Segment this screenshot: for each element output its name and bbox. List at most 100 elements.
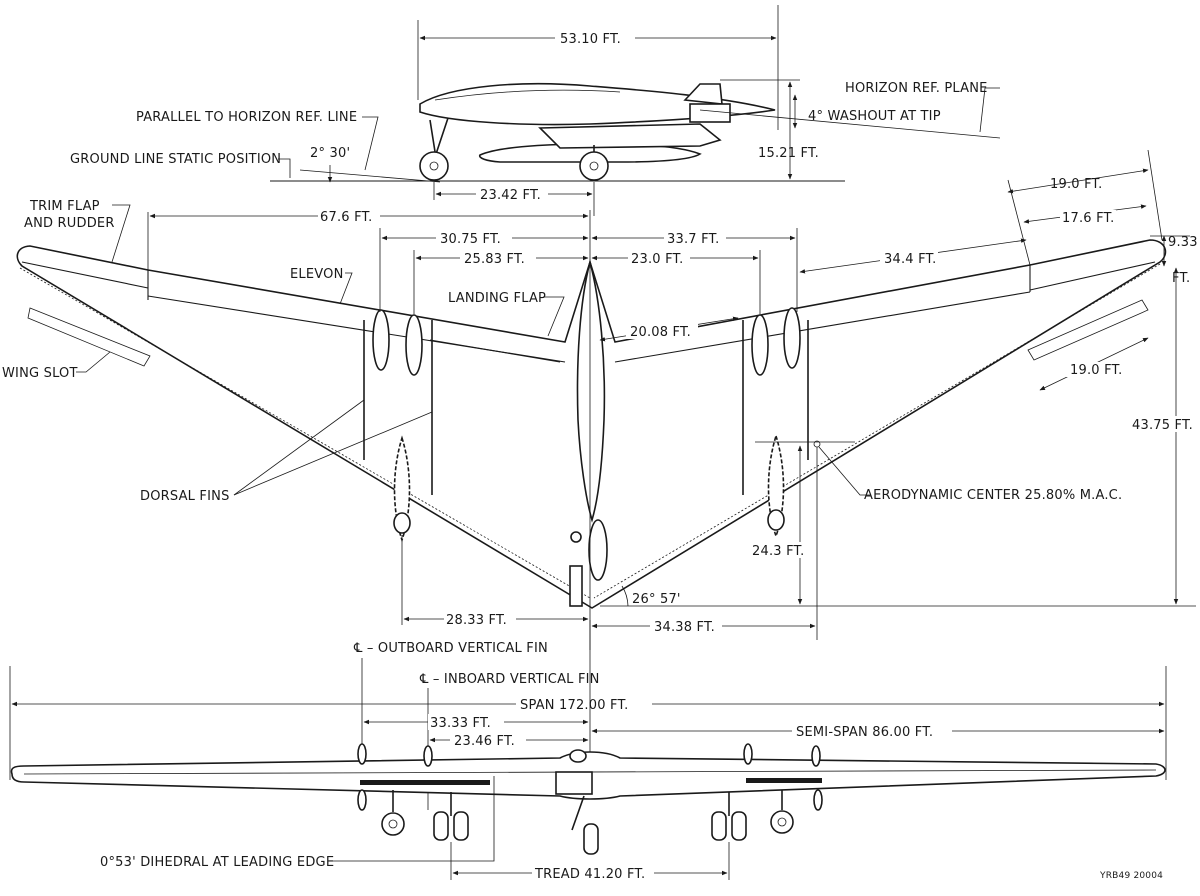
- wing-slot-leader: [76, 351, 111, 373]
- elevon-label: ELEVON: [290, 267, 344, 282]
- plan-fairing-left-tip: [393, 512, 411, 534]
- trim-flap-leader: [111, 204, 131, 263]
- main-gear-left-b: [453, 811, 469, 841]
- dim-30-75-bg: [436, 230, 512, 246]
- dorsal-leader-1: [233, 399, 365, 496]
- dim-tread-bg: [532, 865, 654, 881]
- aero-center-label: AERODYNAMIC CENTER 25.80% M.A.C.: [864, 488, 1122, 503]
- dim-span-bg: [516, 696, 652, 712]
- side-wing-profile: [419, 82, 776, 126]
- dim-20-08-label: 20.08 FT.: [630, 325, 691, 340]
- dorsal-leader-2: [233, 411, 433, 496]
- dim-23-0-label: 23.0 FT.: [631, 252, 683, 267]
- wing-slot-left: [27, 307, 151, 367]
- dim-19-0-top-ext-l: [1007, 179, 1031, 266]
- and-rudder-label: AND RUDDER: [24, 216, 115, 231]
- plan-exhaust-1: [372, 309, 390, 371]
- dim-25-83-label: 25.83 FT.: [464, 252, 525, 267]
- dim-19-0-slot-label: 19.0 FT.: [1070, 363, 1122, 378]
- dim-9-33-label: 9.33: [1168, 235, 1198, 250]
- dihedral-leader: [330, 776, 495, 862]
- trim-flap-label: TRIM FLAP: [29, 199, 100, 214]
- dim-33-33-label: 33.33 FT.: [430, 716, 491, 731]
- dim-28-33-label: 28.33 FT.: [446, 613, 507, 628]
- parallel-horizon-label: PARALLEL TO HORIZON REF. LINE: [136, 110, 357, 125]
- plan-exhaust-2: [405, 314, 423, 376]
- dim-43-75-label: 43.75 FT.: [1132, 418, 1193, 433]
- trim-flap-left-line: [21, 261, 149, 289]
- plan-cockpit: [570, 531, 582, 543]
- landing-flap-leader: [544, 296, 565, 337]
- sweep-arc: [621, 585, 629, 607]
- parallel-leader: [362, 116, 379, 171]
- nose-wheel-hub: [429, 161, 439, 171]
- front-wheel-left: [381, 812, 405, 836]
- front-fin-top-4: [811, 745, 821, 767]
- dim-17-6-bg: [1060, 210, 1116, 224]
- nose-wheel: [419, 151, 449, 181]
- drawing-number: YRB49 20004: [1099, 871, 1163, 881]
- dim-24-3-label: 24.3 FT.: [752, 544, 804, 559]
- front-wheel-right-hub: [777, 817, 787, 827]
- dim-semi-span-label: SEMI-SPAN 86.00 FT.: [796, 725, 933, 740]
- plan-nose-bulge: [588, 519, 608, 581]
- side-view: 53.10 FT. HORIZON REF. PLANE 4° WASHOUT …: [70, 5, 1001, 216]
- angle-ground-label: 2° 30': [310, 146, 350, 161]
- dim-23-46-label: 23.46 FT.: [454, 734, 515, 749]
- side-engine-pod: [538, 123, 722, 149]
- dim-23-46-bg: [450, 732, 526, 748]
- front-wheel-right: [770, 810, 794, 834]
- dim-67-6-label: 67.6 FT.: [320, 210, 372, 225]
- dorsal-fins-label: DORSAL FINS: [140, 489, 230, 504]
- trim-flap-right-line: [1029, 261, 1156, 291]
- main-gear-right-a: [711, 811, 727, 841]
- main-wheel: [579, 151, 609, 181]
- washout-label: 4° WASHOUT AT TIP: [808, 109, 941, 124]
- front-fin-top-2: [423, 745, 433, 767]
- landing-flap-left-line: [429, 339, 561, 363]
- front-fin-top-3: [743, 743, 753, 765]
- main-wheel-hub: [589, 161, 599, 171]
- dim-33-7-bg: [664, 230, 726, 246]
- ground-line-label: GROUND LINE STATIC POSITION: [70, 152, 281, 167]
- plan-fairing-right-tip: [767, 509, 785, 531]
- dim-33-33-bg: [428, 714, 504, 730]
- dim-23-42-bg: [476, 186, 548, 202]
- elevon-right-line: [614, 291, 1031, 363]
- dim-53-10-bg: [555, 30, 635, 46]
- parallel-horizon-line: [299, 169, 441, 183]
- side-tail-fin: [683, 83, 723, 105]
- plan-gear-bay: [569, 565, 583, 607]
- dim-34-4-label: 34.4 FT.: [884, 252, 936, 267]
- dim-43-75-bg: [1130, 416, 1198, 432]
- dim-24-3-bg: [750, 542, 812, 558]
- dim-19-0-top: [1007, 168, 1149, 194]
- dim-span-label: SPAN 172.00 FT.: [520, 698, 628, 713]
- dim-30-75-label: 30.75 FT.: [440, 232, 501, 247]
- plan-exhaust-4: [783, 307, 801, 369]
- plan-center-body: [576, 258, 606, 523]
- dim-9-33-unit: FT.: [1172, 271, 1190, 286]
- dim-19-0-top-ext-r: [1147, 149, 1163, 241]
- dim-28-33-bg: [444, 611, 516, 627]
- dim-34-38-bg: [650, 618, 722, 634]
- wing-slot-label: WING SLOT: [2, 366, 78, 381]
- front-nose-wheel: [583, 823, 599, 855]
- dim-semi-span-bg: [792, 723, 952, 739]
- dim-23-42-label: 23.42 FT.: [480, 188, 541, 203]
- side-wing-highlight: [434, 89, 621, 101]
- horizon-ref-leader: [979, 87, 1000, 133]
- aero-center-leader: [818, 446, 870, 496]
- dim-34-38-label: 34.38 FT.: [654, 620, 715, 635]
- front-canopy: [569, 749, 587, 763]
- ground-leader: [278, 158, 291, 178]
- sweep-angle-label: 26° 57': [632, 592, 681, 607]
- plan-view: TRIM FLAP AND RUDDER 67.6 FT. 30.75 FT. …: [2, 149, 1198, 650]
- main-gear-left-a: [433, 811, 449, 841]
- front-fin-top-1: [357, 743, 367, 765]
- cl-inboard-label: ℄ – INBOARD VERTICAL FIN: [419, 672, 600, 687]
- dim-25-83-bg: [460, 250, 536, 266]
- dim-19-0-top-label: 19.0 FT.: [1050, 177, 1102, 192]
- cl-outboard-label: ℄ – OUTBOARD VERTICAL FIN: [353, 641, 548, 656]
